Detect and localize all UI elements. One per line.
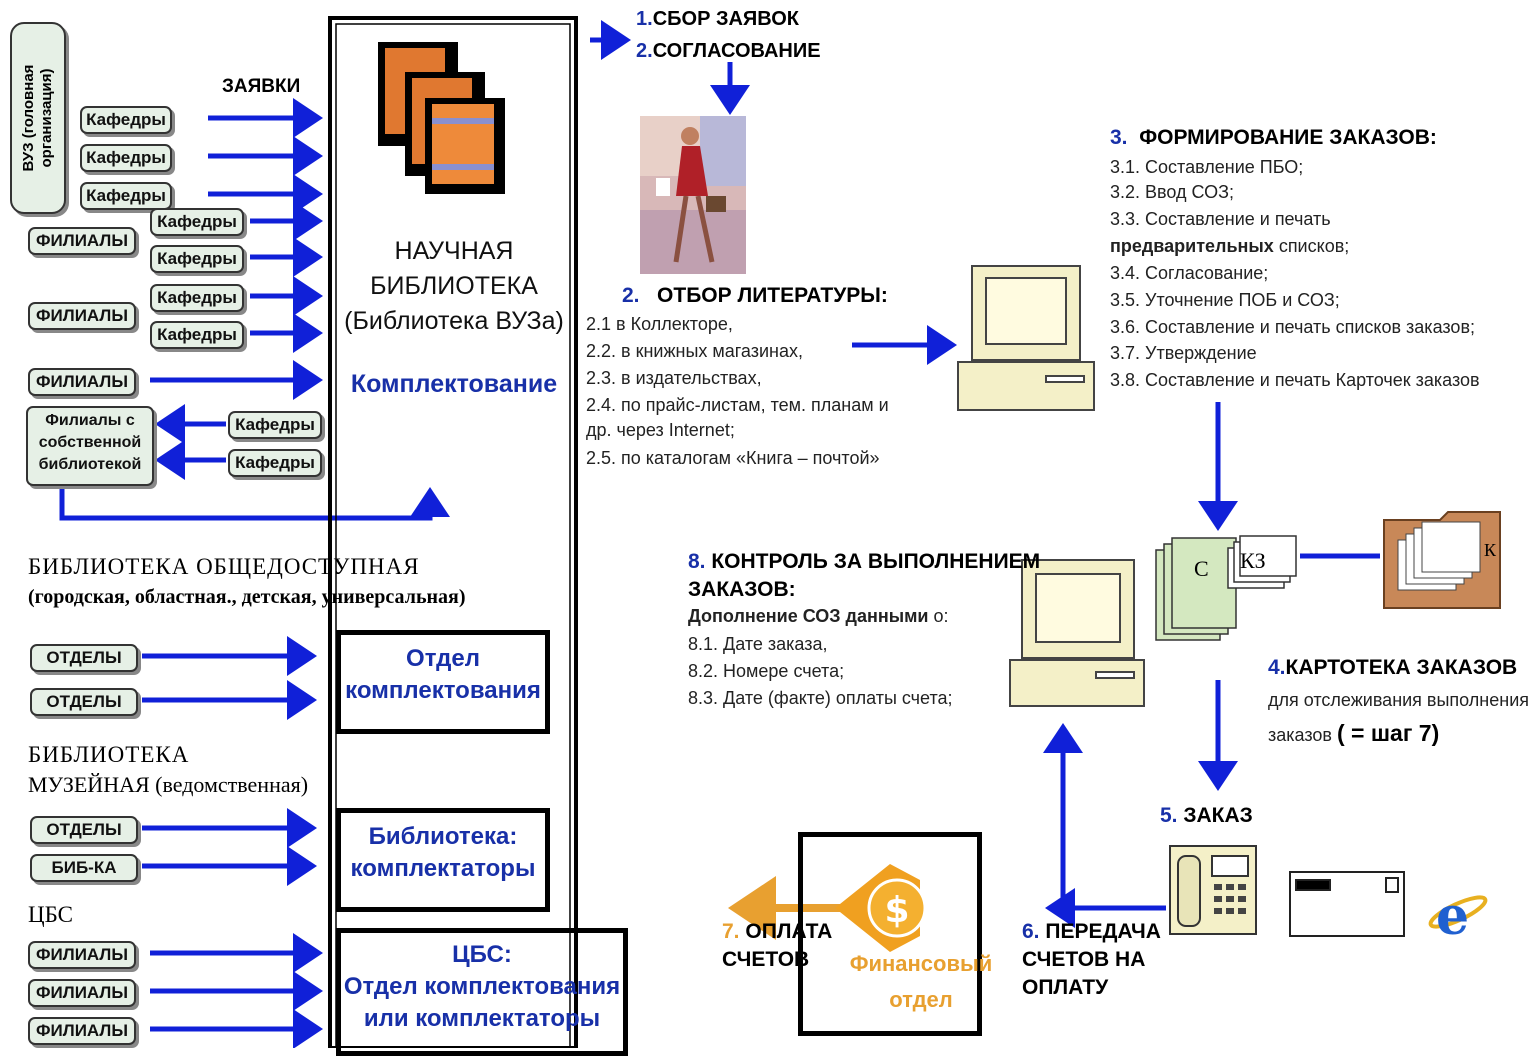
scientific-library-title: НАУЧНАЯ БИБЛИОТЕКА (Библиотека ВУЗа)	[340, 234, 568, 339]
filialy-box: ФИЛИАЛЫ	[28, 368, 136, 396]
filialy-own-library-box: Филиалы с собственной библиотекой	[26, 406, 154, 486]
otdely-box: ОТДЕЛЫ	[30, 688, 138, 716]
step-2-agreement-label: 2.СОГЛАСОВАНИЕ	[636, 40, 821, 62]
library-title-line-2: БИБЛИОТЕКА	[370, 272, 538, 300]
step-2-item: 2.4. по прайс-листам, тем. планам и	[586, 395, 889, 415]
card-kz-label: КЗ	[1240, 548, 1266, 573]
step-4-description-2: заказов ( = шаг 7)	[1268, 720, 1440, 746]
step-4-heading: 4.КАРТОТЕКА ЗАКАЗОВ	[1268, 656, 1518, 679]
step-8-item: 8.2. Номере счета;	[688, 661, 845, 681]
filialy-box: ФИЛИАЛЫ	[28, 941, 136, 969]
dollar-icon: $	[835, 864, 927, 952]
envelope-icon	[1289, 871, 1405, 937]
arrow-filial-return	[59, 480, 450, 521]
step-2-item: 2.5. по каталогам «Книга – почтой»	[586, 448, 880, 468]
cbs-acquisition-box: ЦБС: Отдел комплектования или комплектат…	[336, 928, 628, 1056]
step-5-label: 5. ЗАКАЗ	[1160, 804, 1253, 827]
step-3-item: 3.8. Составление и печать Карточек заказ…	[1110, 370, 1480, 390]
step-3-item: 3.4. Согласование;	[1110, 263, 1269, 283]
library-acquirers-box: Библиотека: комплектаторы	[336, 808, 550, 912]
kafedry-box: Кафедры	[80, 106, 172, 134]
filialy-box: ФИЛИАЛЫ	[28, 1017, 136, 1045]
zayavki-label: ЗАЯВКИ	[222, 76, 301, 97]
filialy-box: ФИЛИАЛЫ	[28, 227, 136, 255]
step-8-item: 8.1. Дате заказа,	[688, 634, 828, 654]
step-2-item: 2.1 в Коллекторе,	[586, 314, 733, 334]
step-3-item: 3.2. Ввод СОЗ;	[1110, 182, 1234, 202]
step-6-label: 6. ПЕРЕДАЧА СЧЕТОВ НА ОПЛАТУ	[1022, 920, 1161, 999]
otdely-box: ОТДЕЛЫ	[30, 644, 138, 672]
public-library-subtitle: (городская, областная., детская, универс…	[28, 586, 466, 608]
step-8-item: 8.3. Дате (факте) оплаты счета;	[688, 688, 953, 708]
step-3-item: 3.1. Составление ПБО;	[1110, 157, 1304, 177]
kafedry-box: Кафедры	[150, 284, 244, 312]
acquisition-department-box: Отдел комплектования	[336, 630, 550, 734]
filialy-box: ФИЛИАЛЫ	[28, 302, 136, 330]
kafedry-box: Кафедры	[228, 411, 322, 439]
cbs-title: ЦБС	[28, 902, 74, 927]
museum-library-title-2: МУЗЕЙНАЯ (ведомственная)	[28, 772, 309, 797]
step-2-item: др. через Internet;	[586, 420, 735, 440]
filialy-box: ФИЛИАЛЫ	[28, 979, 136, 1007]
step-8-subheading: Дополнение СОЗ данными о:	[688, 606, 949, 626]
library-title-line-3: (Библиотека ВУЗа)	[344, 307, 564, 335]
arrow-to-control	[1043, 723, 1166, 911]
kafedry-box: Кафедры	[150, 321, 244, 349]
otdely-box: ОТДЕЛЫ	[30, 816, 138, 844]
books-icon	[378, 42, 505, 194]
step-2-selection-heading: 2. ОТБОР ЛИТЕРАТУРЫ:	[622, 284, 888, 307]
card-c-label: С	[1194, 556, 1209, 581]
svg-text:e: e	[1436, 886, 1469, 947]
cbs-acquisition-line-2: Отдел комплектования	[343, 973, 621, 1000]
museum-library-title-1: БИБЛИОТЕКА	[28, 742, 190, 767]
cbs-acquisition-line-1: ЦБС:	[452, 941, 512, 968]
order-cards-icon	[1155, 535, 1297, 641]
cbs-acquisition-line-3: или комплектаторы	[363, 1005, 601, 1032]
step-3-item: 3.5. Уточнение ПОБ и СОЗ;	[1110, 290, 1340, 310]
card-k-label: К	[1484, 540, 1497, 560]
kafedry-box: Кафедры	[228, 449, 322, 477]
step-3-item: 3.7. Утверждение	[1110, 343, 1257, 363]
step-2-item: 2.2. в книжных магазинах,	[586, 341, 804, 361]
komplektovanie-label: Комплектование	[350, 370, 558, 398]
step-3-item: 3.3. Составление и печать	[1110, 209, 1331, 229]
vuz-head-organization: ВУЗ (головная организация)	[10, 22, 66, 214]
finance-department-label: Финансовый отдел	[849, 951, 993, 1012]
public-library-title: БИБЛИОТЕКА ОБЩЕДОСТУПНАЯ	[28, 554, 420, 579]
kafedry-box: Кафедры	[150, 208, 244, 236]
computer-icon-1	[957, 265, 1095, 411]
card-file-folder-icon	[1383, 511, 1501, 609]
phone-icon	[1169, 845, 1257, 935]
bibka-box: БИБ-КА	[30, 854, 138, 882]
library-acquirers-line-1: Библиотека:	[368, 823, 518, 850]
computer-icon-2	[1009, 559, 1145, 707]
woman-shopping-image	[640, 116, 746, 274]
library-acquirers-line-2: комплектаторы	[350, 855, 536, 882]
kafedry-box: Кафедры	[150, 245, 244, 273]
vuz-head-organization-label: ВУЗ (головная организация)	[20, 64, 55, 172]
step-4-description-1: для отслеживания выполнения	[1268, 690, 1528, 710]
step-3-item-preliminary: предварительных списков;	[1110, 236, 1350, 256]
finance-department-box	[798, 832, 982, 1036]
internet-explorer-icon: e	[1428, 886, 1488, 947]
step-2-item: 2.3. в издательствах,	[586, 368, 762, 388]
step-8-heading: 8. КОНТРОЛЬ ЗА ВЫПОЛНЕНИЕМ ЗАКАЗОВ:	[688, 550, 1041, 601]
acquisition-department-line-2: комплектования	[345, 677, 541, 704]
step-3-item: 3.6. Составление и печать списков заказо…	[1110, 317, 1476, 337]
kafedry-box: Кафедры	[80, 182, 172, 210]
step-1-label: 1.СБОР ЗАЯВОК	[636, 8, 800, 30]
step-7-label: 7. ОПЛАТА СЧЕТОВ	[722, 920, 833, 971]
library-title-line-1: НАУЧНАЯ	[394, 237, 514, 265]
step-3-heading: 3. ФОРМИРОВАНИЕ ЗАКАЗОВ:	[1110, 126, 1437, 149]
acquisition-department-line-1: Отдел	[406, 645, 480, 672]
svg-text:$: $	[884, 890, 909, 931]
library-column-frame	[328, 16, 578, 1048]
kafedry-box: Кафедры	[80, 144, 172, 172]
